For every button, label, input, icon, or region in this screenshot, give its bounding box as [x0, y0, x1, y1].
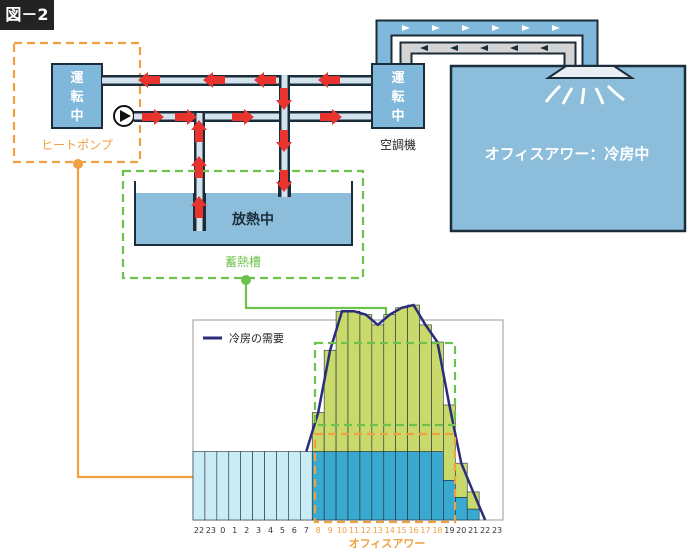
- tick-label-18: 16: [408, 526, 418, 535]
- base-bar-2: [216, 451, 230, 521]
- office-hours-label: オフィスアワー: [349, 537, 426, 550]
- base-bar-23: [466, 508, 480, 521]
- tick-label-13: 11: [349, 526, 359, 535]
- base-bar-0: [192, 451, 206, 521]
- demand-line: [305, 303, 487, 521]
- heat-pump-unit: [51, 63, 103, 129]
- tick-label-5: 3: [256, 526, 261, 535]
- tick-label-24: 22: [480, 526, 490, 535]
- base-bar-14: [359, 451, 373, 521]
- storage-tank-water: [136, 193, 351, 244]
- demand-bar-21: [443, 404, 456, 481]
- tank-status: 放熱中: [231, 211, 274, 228]
- demand-bar-18: [407, 304, 420, 452]
- base-bar-1: [204, 451, 218, 521]
- tick-label-17: 15: [397, 526, 407, 535]
- air-conditioner-label: 空調機: [380, 137, 416, 152]
- tick-label-3: 1: [232, 526, 237, 535]
- office-hours-highlight: [313, 432, 457, 524]
- base-bar-21: [443, 479, 456, 521]
- base-bar-13: [347, 451, 361, 521]
- tick-label-10: 8: [316, 526, 321, 535]
- base-bar-4: [240, 451, 253, 521]
- hp-unit-text-3: 中: [70, 108, 83, 124]
- base-bar-3: [228, 451, 241, 521]
- base-bar-16: [383, 451, 396, 521]
- demand-bar-16: [383, 314, 396, 452]
- air-conditioner-unit: [371, 63, 425, 129]
- tick-label-4: 2: [244, 526, 249, 535]
- tick-label-23: 21: [468, 526, 478, 535]
- tick-label-19: 17: [420, 526, 430, 535]
- cold-air-icon: [544, 84, 625, 105]
- office-label: オフィスアワー：冷房中: [485, 145, 650, 163]
- base-bar-15: [371, 451, 385, 521]
- base-bar-9: [300, 451, 313, 521]
- demand-bar-14: [359, 314, 373, 452]
- base-bar-6: [264, 451, 277, 521]
- tick-label-0: 22: [194, 526, 204, 535]
- base-bar-22: [455, 497, 468, 521]
- base-bar-19: [419, 451, 432, 521]
- tick-label-12: 10: [337, 526, 347, 535]
- storage-tank-label: 蓄熱槽: [225, 255, 261, 269]
- tick-label-16: 14: [385, 526, 395, 535]
- tick-label-25: 23: [492, 526, 502, 535]
- tick-label-7: 5: [280, 526, 285, 535]
- demand-bar-17: [395, 307, 408, 452]
- heat-pump-label: ヒートポンプ: [41, 138, 113, 152]
- tick-label-21: 19: [444, 526, 454, 535]
- tick-label-2: 0: [220, 526, 225, 535]
- base-bar-17: [395, 451, 408, 521]
- hp-unit-text-2: 転: [70, 89, 83, 105]
- tick-label-9: 7: [304, 526, 309, 535]
- tick-label-20: 18: [432, 526, 442, 535]
- tick-label-14: 12: [361, 526, 371, 535]
- ac-unit-text-2: 転: [391, 89, 404, 105]
- tick-label-15: 13: [373, 526, 383, 535]
- tick-label-8: 6: [292, 526, 297, 535]
- tick-label-1: 23: [206, 526, 216, 535]
- air-outlet-icon: [544, 65, 636, 79]
- figure-label: 図－2: [0, 0, 54, 30]
- legend-label: 冷房の需要: [229, 332, 284, 345]
- pump-triangle-icon: [120, 110, 131, 122]
- base-bar-7: [276, 451, 289, 521]
- base-bar-18: [407, 451, 420, 521]
- tick-label-11: 9: [328, 526, 333, 535]
- demand-bar-12: [335, 310, 349, 452]
- storage-tank-outline: [121, 169, 365, 280]
- demand-bar-22: [455, 462, 468, 498]
- base-bar-11: [323, 451, 337, 521]
- heat-pump-outline: [12, 41, 142, 164]
- air-duct: [375, 19, 599, 70]
- demand-bar-13: [347, 310, 361, 452]
- tank-demand-highlight: [313, 341, 457, 427]
- tick-label-22: 20: [456, 526, 466, 535]
- ac-unit-text-1: 運: [391, 71, 404, 86]
- base-bar-12: [335, 451, 349, 521]
- tick-label-6: 4: [268, 526, 273, 535]
- base-bar-5: [252, 451, 265, 521]
- ac-unit-text-3: 中: [391, 108, 404, 124]
- base-bar-8: [288, 451, 301, 521]
- hp-unit-text-1: 運: [70, 71, 83, 86]
- base-bar-20: [431, 451, 444, 521]
